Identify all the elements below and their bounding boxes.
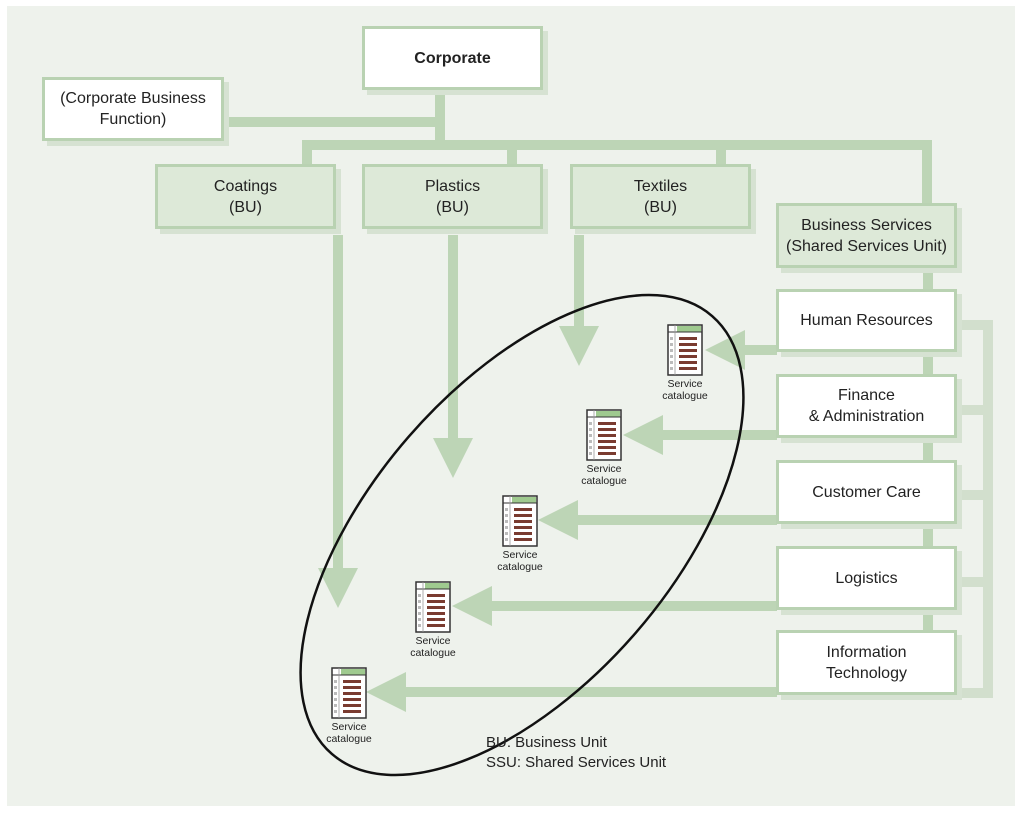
service-catalogue-hr: Service catalogue [655, 324, 715, 402]
service-catalogue-label: Service catalogue [497, 549, 543, 573]
service-catalogue-it: Service catalogue [319, 667, 379, 745]
service-catalogue-icon [331, 667, 367, 719]
corporate-function-label: (Corporate Business Function) [60, 90, 206, 128]
service-catalogue-label: Service catalogue [581, 463, 627, 487]
service-catalogue-icon [586, 409, 622, 461]
legend-bu: BU: Business Unit [486, 734, 607, 751]
customer-care-label: Customer Care [812, 483, 921, 501]
service-catalogue-label: Service catalogue [662, 378, 708, 402]
finance-administration-label: Finance & Administration [808, 387, 925, 425]
legend-ssu: SSU: Shared Services Unit [486, 754, 667, 771]
service-catalogue-icon [502, 495, 538, 547]
legend: BU: Business Unit SSU: Shared Services U… [486, 733, 666, 773]
service-catalogue-icon [667, 324, 703, 376]
catalogue-group-ellipse [299, 293, 745, 777]
textiles-bu-box: Textiles (BU) [570, 164, 751, 229]
service-catalogue-logistics: Service catalogue [403, 581, 463, 659]
service-catalogue-label: Service catalogue [326, 721, 372, 745]
plastics-bu-label: Plastics (BU) [424, 177, 481, 216]
logistics-label: Logistics [835, 569, 898, 587]
customer-care-box: Customer Care [776, 460, 957, 524]
service-catalogue-customer-care: Service catalogue [490, 495, 550, 573]
corporate-box: Corporate [362, 26, 543, 90]
corporate-label: Corporate [414, 49, 491, 67]
textiles-bu-label: Textiles (BU) [633, 177, 688, 216]
logistics-box: Logistics [776, 546, 957, 610]
coatings-bu-box: Coatings (BU) [155, 164, 336, 229]
corporate-function-box: (Corporate Business Function) [42, 77, 224, 141]
service-catalogue-label: Service catalogue [410, 635, 456, 659]
plastics-bu-box: Plastics (BU) [362, 164, 543, 229]
information-technology-label: Information Technology [826, 643, 907, 682]
coatings-bu-label: Coatings (BU) [213, 177, 278, 216]
information-technology-box: Information Technology [776, 630, 957, 695]
business-services-label: Business Services (Shared Services Unit) [786, 216, 947, 255]
business-services-box: Business Services (Shared Services Unit) [776, 203, 957, 268]
service-catalogue-icon [415, 581, 451, 633]
service-catalogue-finance: Service catalogue [574, 409, 634, 487]
human-resources-box: Human Resources [776, 289, 957, 352]
finance-administration-box: Finance & Administration [776, 374, 957, 438]
human-resources-label: Human Resources [800, 312, 933, 329]
